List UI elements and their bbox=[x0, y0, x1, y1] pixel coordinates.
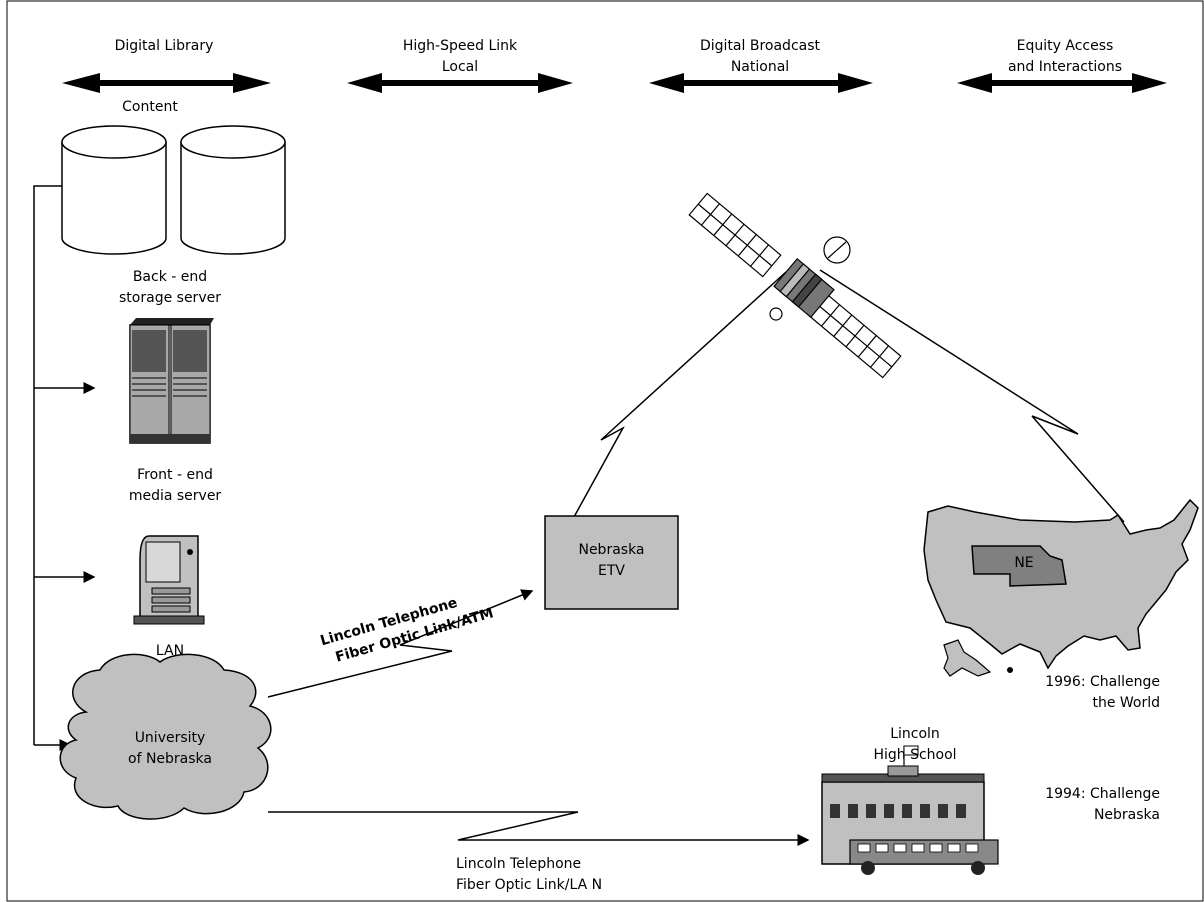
backend-label: Back - end storage server bbox=[100, 267, 240, 309]
cylinder-2 bbox=[180, 125, 286, 255]
fiber-links bbox=[267, 589, 810, 846]
challenge-nebraska-line2: Nebraska bbox=[1093, 807, 1160, 823]
fiber-lan-link bbox=[268, 811, 810, 846]
downlink-usa bbox=[819, 269, 1125, 523]
nebraska-state bbox=[971, 545, 1067, 587]
challenge-nebraska-label: 1994: Challenge Nebraska bbox=[990, 784, 1160, 826]
header-equity-access-line1: Equity Access bbox=[1016, 38, 1114, 54]
left-bus bbox=[33, 185, 96, 751]
etv-label-line1: Nebraska bbox=[578, 542, 645, 558]
challenge-world-label: 1996: Challenge the World bbox=[990, 672, 1160, 714]
fiber-lan-label: Lincoln Telephone Fiber Optic Link/LA N bbox=[456, 854, 676, 896]
university-label: University of Nebraska bbox=[110, 728, 230, 770]
header-equity-access-line2: and Interactions bbox=[1007, 59, 1123, 75]
alaska bbox=[943, 639, 992, 677]
content-label: Content bbox=[122, 99, 178, 115]
media-server-rack bbox=[129, 318, 214, 444]
header-digital-broadcast-line1: Digital Broadcast bbox=[700, 38, 820, 54]
ne-label: NE bbox=[1014, 555, 1034, 571]
arrow-digital-library bbox=[62, 73, 271, 93]
arrow-high-speed bbox=[347, 73, 573, 93]
fiber-lan-line1: Lincoln Telephone bbox=[456, 856, 582, 872]
uplink-etv bbox=[573, 271, 787, 518]
lan-tower bbox=[133, 535, 205, 625]
header-high-speed: High-Speed Link Local bbox=[370, 36, 550, 78]
header-digital-broadcast-line2: National bbox=[730, 59, 790, 75]
frame-border bbox=[6, 0, 1204, 902]
challenge-world-line2: the World bbox=[1092, 695, 1160, 711]
satellite bbox=[688, 192, 902, 379]
etv-box bbox=[544, 515, 679, 610]
lan-label: LAN bbox=[155, 643, 185, 659]
university-label-line1: University bbox=[134, 730, 206, 746]
etv-label-line2: ETV bbox=[598, 563, 625, 579]
school-label-line2: High School bbox=[873, 747, 957, 763]
school-label-line1: Lincoln bbox=[890, 726, 940, 742]
high-school bbox=[821, 745, 999, 875]
header-equity-access: Equity Access and Interactions bbox=[980, 36, 1150, 78]
storage-cylinders bbox=[61, 125, 286, 255]
header-high-speed-line2: Local bbox=[441, 59, 479, 75]
header-high-speed-line1: High-Speed Link bbox=[402, 38, 518, 54]
frontend-label: Front - end media server bbox=[110, 465, 240, 507]
satellite-links bbox=[573, 269, 1125, 523]
backend-label-line1: Back - end bbox=[132, 269, 208, 285]
arrow-equity-access bbox=[957, 73, 1167, 93]
fiber-lan-line2: Fiber Optic Link/LA N bbox=[456, 877, 603, 893]
university-label-line2: of Nebraska bbox=[128, 751, 212, 767]
cylinder-1 bbox=[61, 125, 167, 255]
etv-label: Nebraska ETV bbox=[545, 540, 678, 582]
header-digital-library: Digital Library bbox=[114, 38, 214, 54]
frontend-label-line1: Front - end bbox=[137, 467, 213, 483]
arrow-digital-broadcast bbox=[649, 73, 873, 93]
header-digital-broadcast: Digital Broadcast National bbox=[670, 36, 850, 78]
header-arrows bbox=[62, 73, 1167, 93]
backend-label-line2: storage server bbox=[119, 290, 221, 306]
frontend-label-line2: media server bbox=[128, 488, 222, 504]
fiber-atm-link bbox=[267, 589, 534, 698]
school-label: Lincoln High School bbox=[840, 724, 990, 766]
challenge-nebraska-line1: 1994: Challenge bbox=[1045, 786, 1160, 802]
challenge-world-line1: 1996: Challenge bbox=[1045, 674, 1160, 690]
usa-map bbox=[923, 498, 1199, 677]
university-cloud bbox=[59, 653, 272, 820]
